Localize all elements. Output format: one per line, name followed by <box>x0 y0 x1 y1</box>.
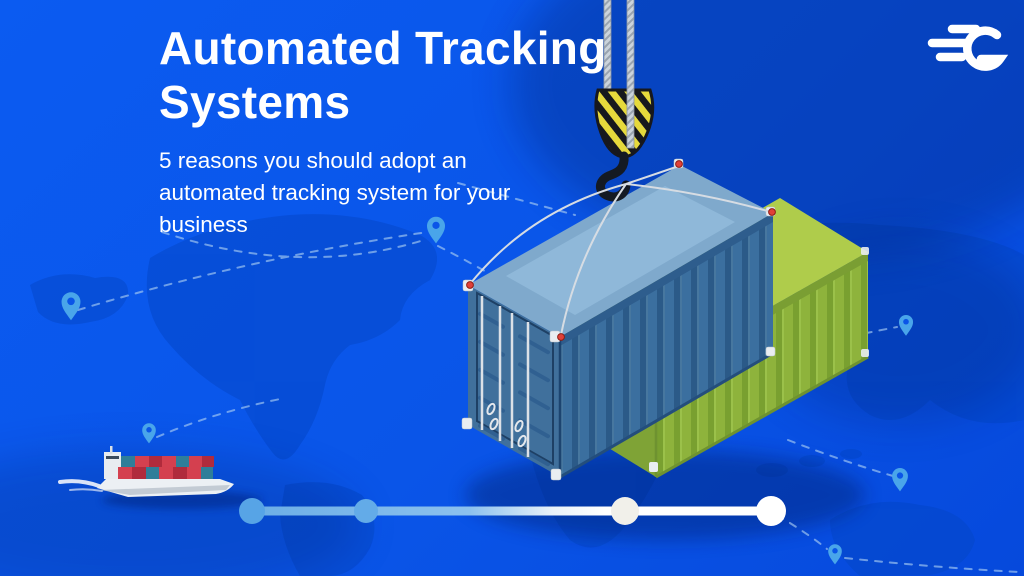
timeline-dot <box>611 497 639 525</box>
map-island <box>840 449 862 459</box>
route-dashed-line <box>161 231 425 259</box>
route-dashed-line <box>77 231 429 311</box>
container-blue <box>461 158 776 481</box>
door-handles <box>486 402 527 448</box>
timeline-dot <box>239 498 265 524</box>
progress-timeline <box>239 496 786 526</box>
route-dashed-line <box>156 397 286 438</box>
brand-logo-g-icon <box>927 24 1009 71</box>
location-pin-icon <box>892 468 908 492</box>
route-dashed-line <box>844 557 1021 573</box>
location-pin-icon <box>61 292 81 321</box>
cable-attach-points <box>466 160 776 341</box>
route-dashed-line <box>457 182 576 216</box>
timeline-dot <box>756 496 786 526</box>
location-pin-icon <box>898 315 914 336</box>
map-landmass <box>830 501 975 576</box>
timeline-dot <box>354 499 378 523</box>
map-landmass <box>146 214 438 460</box>
lifting-cables <box>469 165 772 336</box>
cargo-ship-icon <box>58 446 262 509</box>
timeline-dots <box>239 496 786 526</box>
page-subtitle: 5 reasons you should adopt an automated … <box>159 147 511 237</box>
door-lock-rods <box>480 296 530 457</box>
crane-hook-icon <box>466 0 776 341</box>
ship-containers <box>118 456 214 479</box>
page-title: Automated Tracking Systems <box>159 22 607 128</box>
location-pin-icon <box>828 544 842 565</box>
location-pin-icon <box>142 423 156 444</box>
title-block: Automated Tracking Systems 5 reasons you… <box>159 22 614 240</box>
location-pin-icon <box>426 216 446 244</box>
location-pins <box>61 216 914 565</box>
brand-logo: G <box>925 14 1017 82</box>
